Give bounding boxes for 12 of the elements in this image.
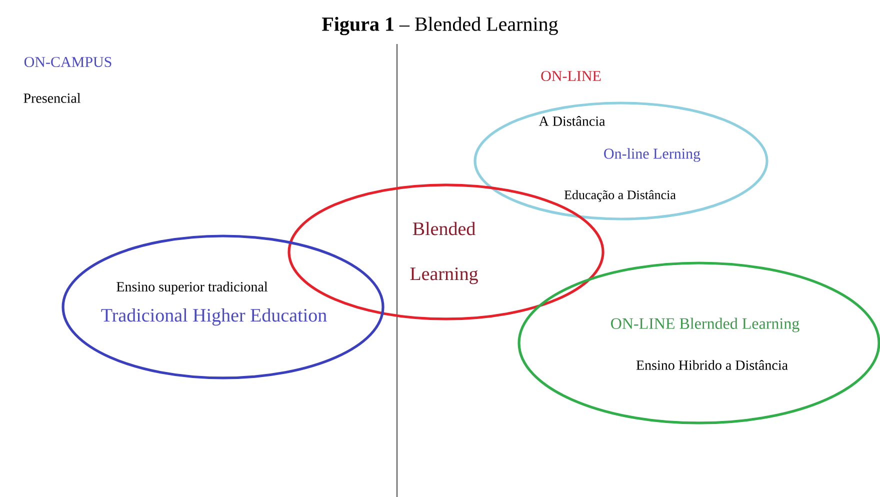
side-label: ON-LINE bbox=[541, 70, 601, 82]
node-text: Blended Learning bbox=[410, 222, 478, 284]
node-text: A Distância bbox=[538, 116, 606, 126]
figure-title: Figura 1 – Blended Learning bbox=[322, 16, 558, 36]
node-text: Ensino Hibrido a Distância bbox=[636, 360, 788, 370]
side-label: Presencial bbox=[24, 93, 80, 103]
node-text: Tradicional Higher Education bbox=[101, 308, 327, 326]
node-text: ON-LINE Blernded Learning bbox=[611, 318, 800, 332]
side-label: ON-CAMPUS bbox=[24, 56, 112, 68]
node-text: On-line Lerning bbox=[604, 148, 700, 162]
node-text: Ensino superior tradicional bbox=[116, 282, 268, 294]
node-text: Educação a Distância bbox=[564, 190, 676, 202]
